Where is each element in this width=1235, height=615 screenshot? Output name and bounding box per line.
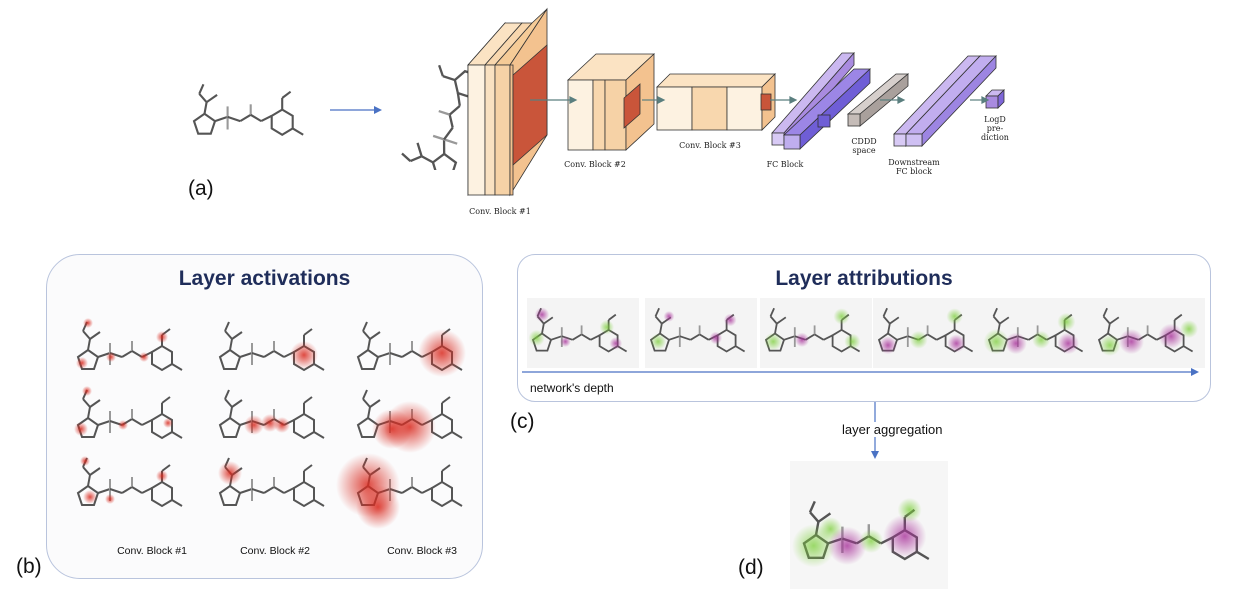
cddd-label-1: CDDD <box>851 137 877 146</box>
panel-label-d: (d) <box>738 556 764 579</box>
conv-block-1-diagram <box>467 7 548 197</box>
attribution-thumb-2 <box>645 298 757 368</box>
panel-label-b: (b) <box>16 555 42 578</box>
layer-attributions-title: Layer attributions <box>775 267 953 290</box>
logd-label-2: pre- <box>986 124 1004 133</box>
panel-a-architecture: Conv. Block #1 Conv. Block #2 Conv. Bloc… <box>0 0 1235 230</box>
activation-caption-3: Conv. Block #3 <box>387 545 457 557</box>
activation-grid <box>74 318 466 529</box>
conv-block-2-diagram <box>566 53 656 151</box>
downstream-label-1: Downstream <box>888 158 940 167</box>
input-arrow <box>330 106 382 114</box>
conv-block-1-label: Conv. Block #1 <box>469 207 531 216</box>
downstream-fc-diagram <box>893 54 997 148</box>
input-molecule <box>192 83 305 136</box>
downstream-label-2: FC block <box>895 167 933 176</box>
activation-caption-2: Conv. Block #2 <box>240 545 310 557</box>
flow-arrows <box>530 96 990 104</box>
depth-axis-arrow <box>522 368 1199 376</box>
attribution-thumb-6 <box>1093 298 1205 368</box>
cddd-label-2: space <box>852 146 876 155</box>
attribution-thumb-4 <box>873 298 985 368</box>
attribution-thumb-3 <box>760 298 872 368</box>
attribution-thumb-5 <box>983 298 1095 368</box>
panel-label-a: (a) <box>188 177 214 200</box>
depth-axis-label: network's depth <box>530 381 614 395</box>
fc-block-label: FC Block <box>766 160 804 169</box>
activation-caption-1: Conv. Block #1 <box>117 545 187 557</box>
layer-activations-title: Layer activations <box>178 267 351 290</box>
conv-block-3-diagram <box>656 73 776 131</box>
conv-block-3-label: Conv. Block #3 <box>679 141 741 150</box>
fc-block-diagram <box>771 51 872 150</box>
aggregation-label: layer aggregation <box>840 422 945 437</box>
rotated-molecule <box>397 48 475 170</box>
logd-label-3: diction <box>981 133 1009 142</box>
aggregated-attribution-map <box>790 461 948 589</box>
panel-label-c: (c) <box>510 410 535 433</box>
attribution-thumb-1 <box>527 298 639 368</box>
logd-output-cube <box>985 89 1005 109</box>
logd-label-1: LogD <box>984 115 1006 124</box>
conv-block-2-label: Conv. Block #2 <box>564 160 626 169</box>
